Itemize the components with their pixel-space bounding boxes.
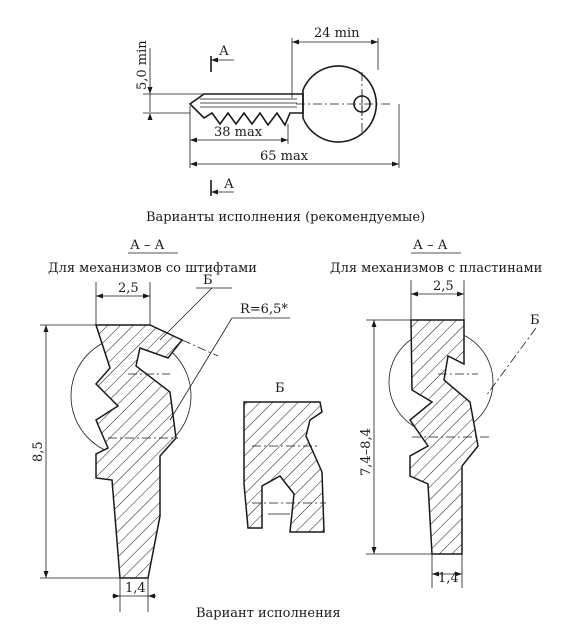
dim-24-min: 24 min	[314, 26, 360, 41]
detail-profile	[243, 401, 325, 533]
right-section-header: А – А	[413, 238, 448, 253]
dim-38-max: 38 max	[214, 125, 263, 140]
right-section: А – А Для механизмов с пластинами 2,5 7,…	[330, 238, 542, 588]
bottom-caption: Вариант исполнения	[196, 606, 341, 621]
right-dim-bottom: 1,4	[438, 571, 459, 586]
detail-label: Б	[275, 381, 285, 396]
left-leader-b: Б	[203, 273, 213, 288]
key-view: 24 min 5,0 min А А 38 max 65 max Вариант…	[135, 26, 425, 225]
section-mark-top: А	[219, 44, 229, 59]
right-leader-b: Б	[530, 313, 540, 328]
left-dim-bottom: 1,4	[125, 581, 146, 596]
right-dim-top: 2,5	[433, 279, 454, 294]
left-section-header: А – А	[130, 238, 165, 253]
right-profile	[408, 319, 479, 555]
left-section: А – А Для механизмов со штифтами 2,5 8,5…	[31, 238, 290, 612]
caption-variants: Варианты исполнения (рекомендуемые)	[146, 210, 425, 225]
section-mark-bottom: А	[224, 177, 234, 192]
detail-view: Б	[243, 381, 326, 533]
left-dim-top: 2,5	[118, 281, 139, 296]
left-section-subtitle: Для механизмов со штифтами	[48, 261, 257, 276]
left-dim-height: 8,5	[31, 441, 46, 462]
dim-65-max: 65 max	[260, 149, 309, 164]
left-leader-r: R=6,5*	[240, 302, 288, 317]
key-head	[302, 65, 378, 143]
key-blade	[188, 93, 304, 127]
dim-5-min: 5,0 min	[135, 40, 150, 90]
right-dim-height: 7,4–8,4	[359, 428, 374, 476]
left-profile	[94, 324, 184, 579]
right-section-subtitle: Для механизмов с пластинами	[330, 261, 542, 276]
